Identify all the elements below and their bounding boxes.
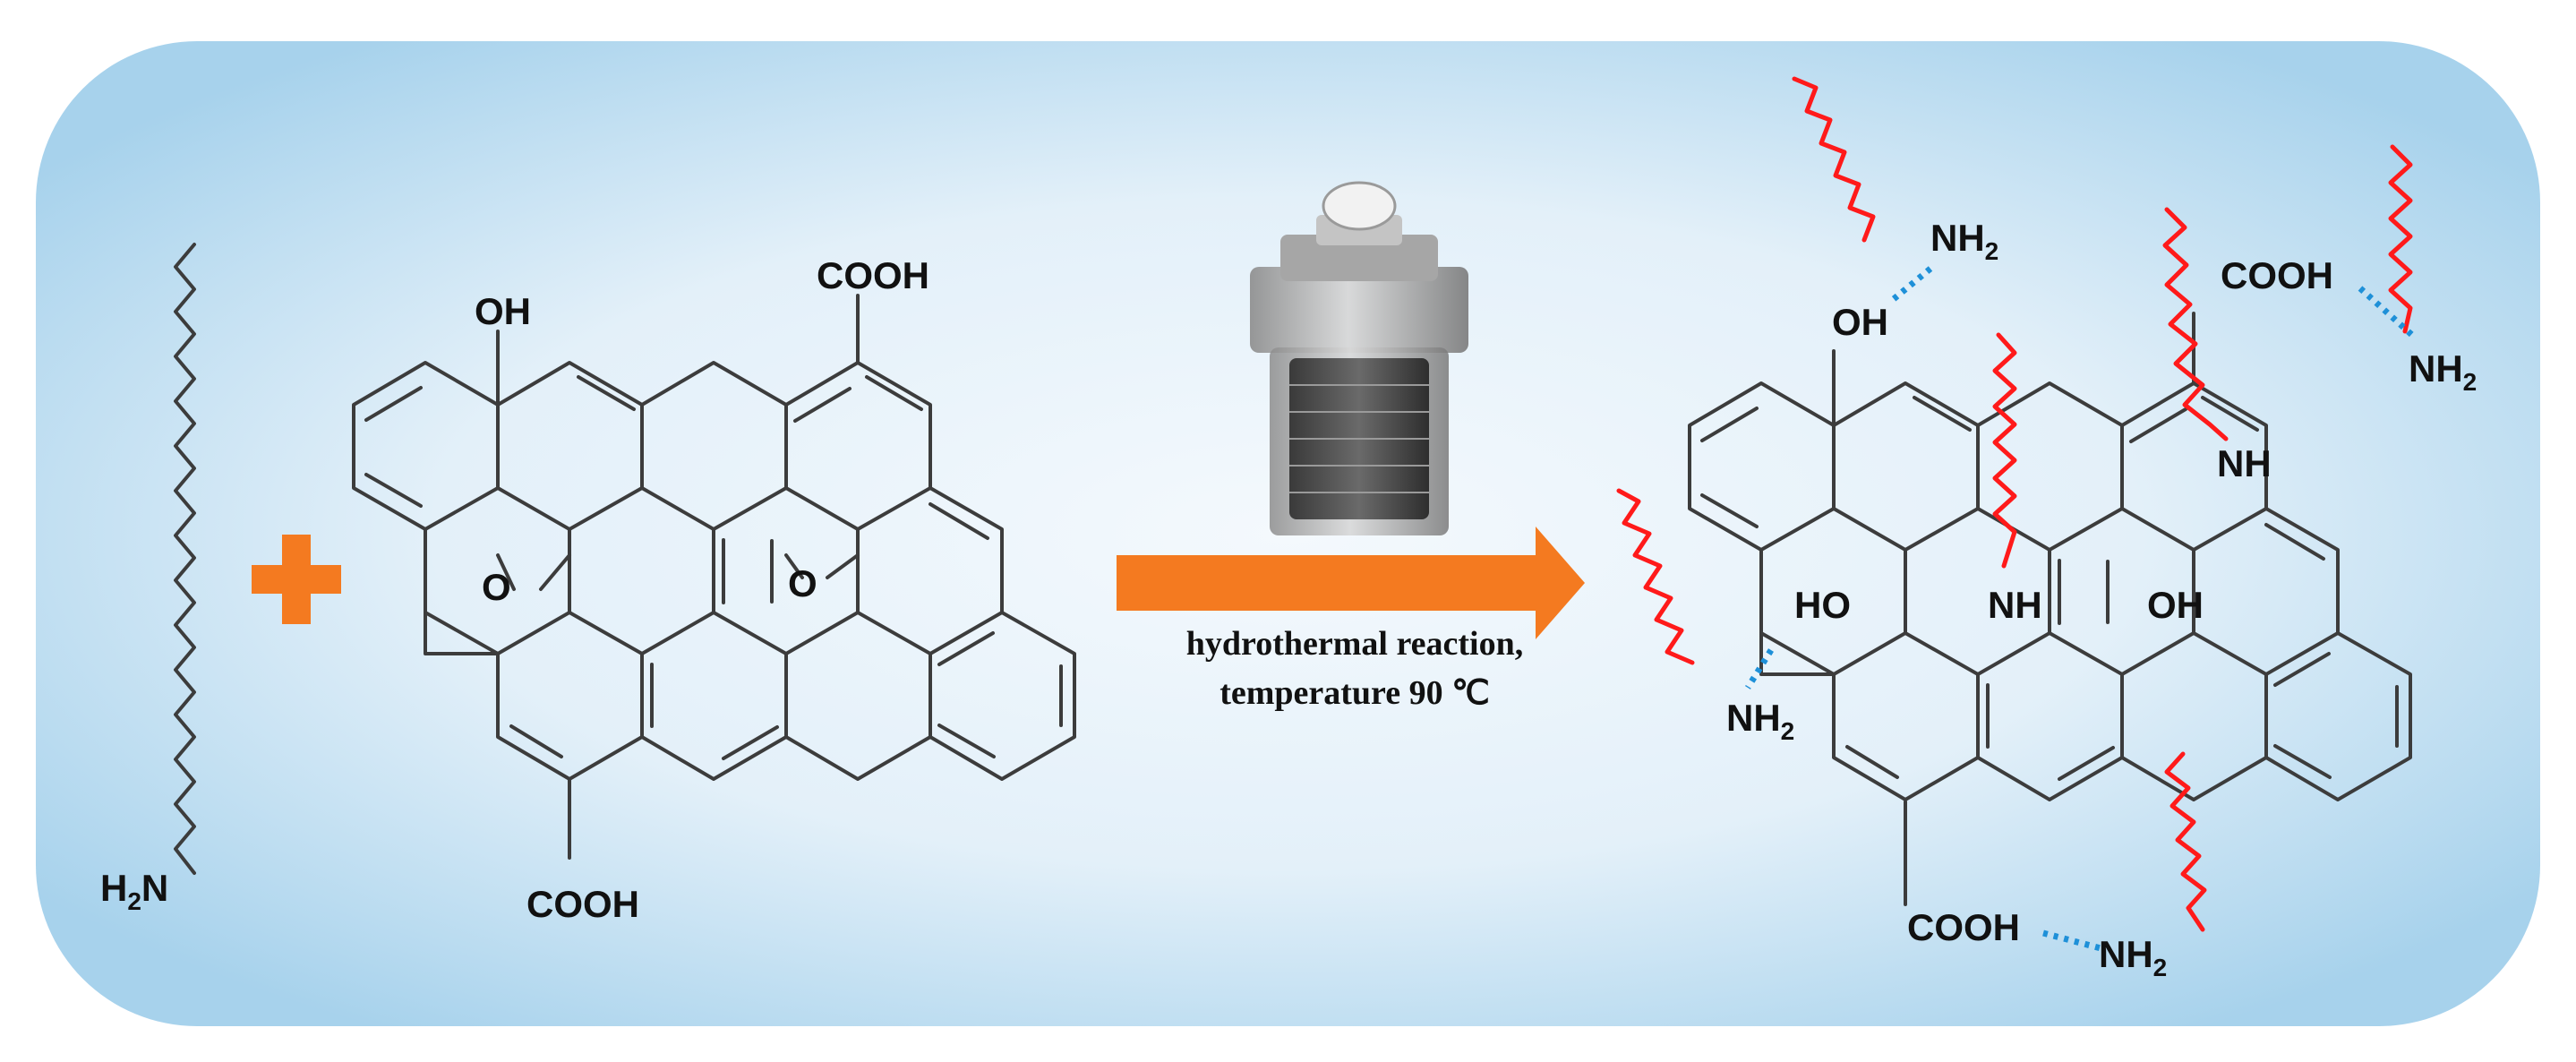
alkyl-chain-wave-5 bbox=[1616, 488, 1695, 665]
product-oh-top-label: OH bbox=[1832, 301, 1888, 343]
alkyl-chain-wave-1 bbox=[1792, 76, 1876, 243]
hydrothermal-autoclave-icon bbox=[1250, 181, 1468, 535]
alkyl-chain-wave-4 bbox=[2388, 144, 2413, 334]
reaction-condition-line2: temperature 90 ℃ bbox=[1220, 674, 1490, 712]
product-nh-right-label: NH bbox=[2217, 442, 2272, 484]
alkyl-chain-wave-6 bbox=[2164, 751, 2207, 932]
reaction-condition-line1: hydrothermal reaction, bbox=[1186, 625, 1523, 663]
hydrogen-bond-3 bbox=[1745, 648, 1774, 689]
go-epoxide-2 bbox=[784, 553, 860, 579]
product-cooh-top-label: COOH bbox=[2221, 254, 2333, 296]
go-cooh-bottom-label: COOH bbox=[526, 883, 639, 925]
go-epoxide-1 bbox=[496, 553, 571, 591]
plus-icon bbox=[252, 535, 341, 624]
go-epoxy-o-1: O bbox=[482, 566, 511, 608]
alkyl-chain-wave-3 bbox=[2162, 207, 2229, 441]
product-nh2-label-1: NH2 bbox=[1930, 217, 1998, 265]
product-double-bonds bbox=[1700, 396, 2399, 781]
graphene-oxide-reactant: OH COOH COOH O O bbox=[352, 254, 1076, 925]
hydrogen-bond-1 bbox=[1887, 266, 1933, 305]
functionalized-graphene-product: NH2 NH2 NH2 NH2 OH COOH NH HO NH OH COOH bbox=[1616, 76, 2477, 981]
reaction-arrow-icon bbox=[1117, 527, 1585, 639]
product-ho-left-label: HO bbox=[1794, 584, 1851, 626]
alkyl-chain-wave-2 bbox=[1992, 332, 2017, 569]
hydrogen-bond-2 bbox=[2358, 286, 2417, 339]
amine-h2n-label: H2N bbox=[100, 867, 168, 915]
go-epoxy-o-2: O bbox=[788, 562, 817, 604]
go-oh-label: OH bbox=[475, 290, 531, 332]
amine-reactant: H2N bbox=[100, 243, 196, 915]
alkyl-chain-zigzag bbox=[174, 243, 196, 875]
product-nh-center-label: NH bbox=[1988, 584, 2042, 626]
go-double-bonds bbox=[364, 375, 1063, 760]
product-nh2-label-3: NH2 bbox=[1726, 697, 1794, 745]
go-ring-bonds bbox=[352, 294, 1076, 860]
product-nh2-label-4: NH2 bbox=[2099, 933, 2167, 981]
go-cooh-top-label: COOH bbox=[817, 254, 929, 296]
product-cooh-bottom-label: COOH bbox=[1907, 906, 2020, 948]
product-nh2-label-2: NH2 bbox=[2409, 347, 2477, 396]
product-oh-center-label: OH bbox=[2147, 584, 2204, 626]
